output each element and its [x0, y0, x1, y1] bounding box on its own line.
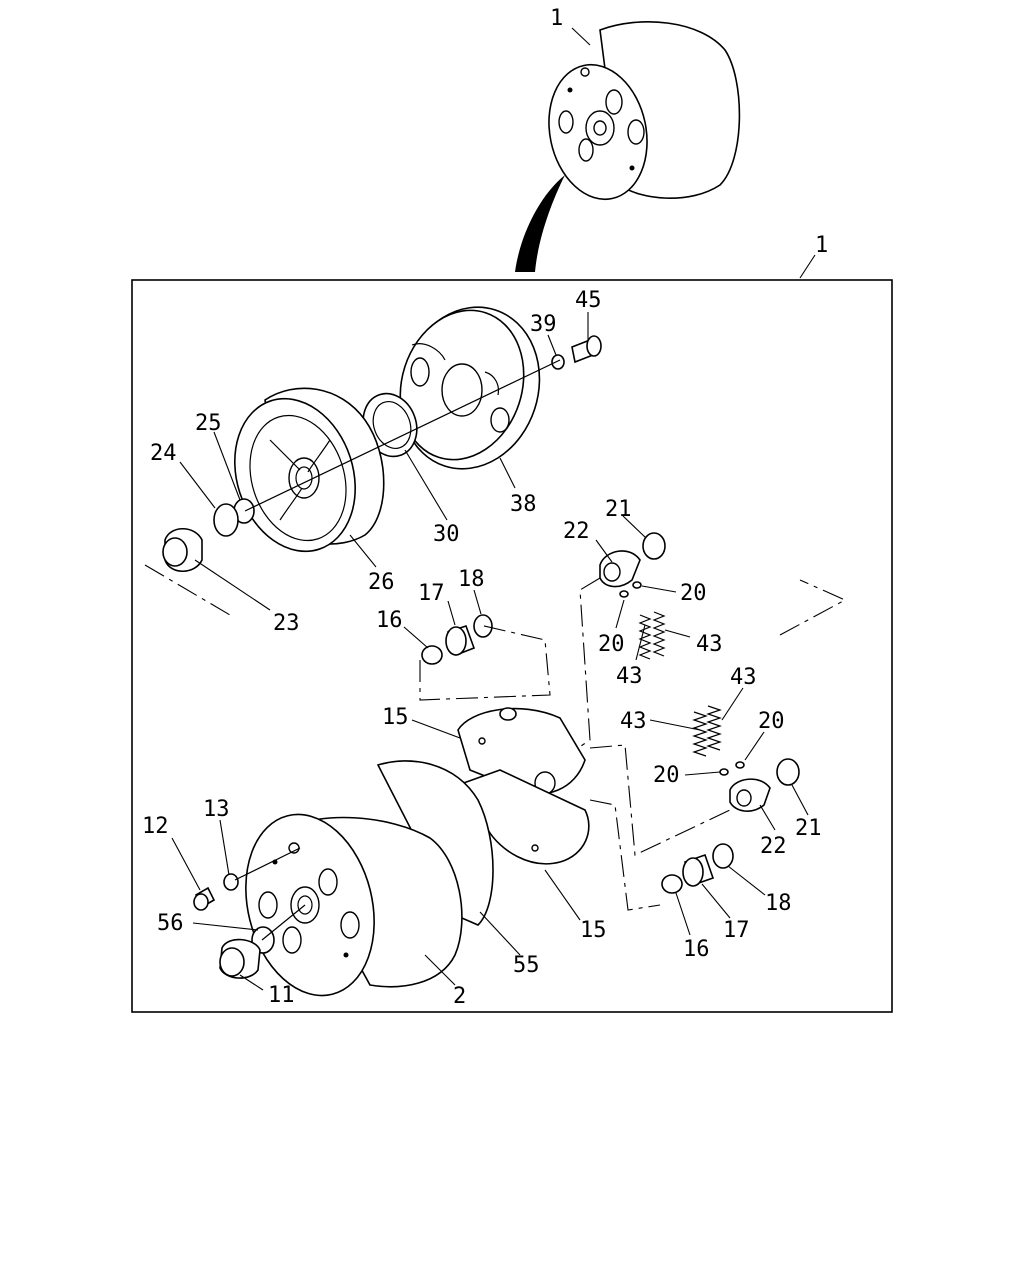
ring-part-18-upper	[473, 614, 493, 638]
housing-part-26	[234, 387, 385, 553]
callout-43-lower-right: 43	[730, 665, 757, 690]
washer-part-13	[223, 873, 239, 891]
plug-part-11	[219, 938, 261, 979]
ring-part-18-lower	[712, 843, 734, 869]
plug-part-23	[162, 527, 203, 573]
callout-20-lower-right: 20	[758, 709, 785, 734]
callout-43-lower-left: 43	[620, 709, 647, 734]
callout-18-lower: 18	[765, 891, 792, 916]
assembled-unit-part-1	[548, 21, 741, 201]
sleeve-part-17-upper	[445, 624, 476, 657]
callout-21-lower: 21	[795, 816, 822, 841]
sleeve-part-17-lower	[682, 853, 715, 887]
callout-26: 26	[368, 570, 395, 595]
leader-lines	[171, 27, 809, 991]
callout-18-upper: 18	[458, 567, 485, 592]
spring-part-43-lower-b	[706, 705, 722, 751]
callout-17-lower: 17	[723, 918, 750, 943]
pump-body-part-2	[245, 760, 494, 997]
ring-part-21-upper	[642, 532, 666, 560]
pin-part-16-upper	[421, 645, 443, 665]
callout-43-upper-left: 43	[616, 664, 643, 689]
callout-56: 56	[157, 911, 184, 936]
callout-38: 38	[510, 492, 537, 517]
assembly-frame	[131, 279, 893, 1013]
callout-20-lower-left: 20	[653, 763, 680, 788]
callout-22-lower: 22	[760, 834, 787, 859]
cover-plate-part-38	[399, 306, 541, 470]
callout-55: 55	[513, 953, 540, 978]
cam-block-part-15-lower	[456, 769, 590, 865]
callout-22-upper: 22	[563, 519, 590, 544]
washer-part-39	[551, 354, 565, 370]
callout-12: 12	[142, 814, 169, 839]
callout-17-upper: 17	[418, 581, 445, 606]
callout-1-top: 1	[550, 6, 563, 31]
spring-part-43-lower-a	[692, 711, 708, 757]
callout-24: 24	[150, 441, 177, 466]
callout-39: 39	[530, 312, 557, 337]
pin-part-20-lower-b	[719, 768, 729, 776]
callout-16-lower: 16	[683, 937, 710, 962]
callout-23: 23	[273, 611, 300, 636]
callout-21-upper: 21	[605, 497, 632, 522]
ring-part-21-lower	[776, 758, 800, 786]
seat-part-22-upper	[599, 550, 641, 588]
callout-20-upper-right: 20	[680, 581, 707, 606]
callout-25: 25	[195, 411, 222, 436]
callout-1-box: 1	[815, 233, 828, 258]
callout-45: 45	[575, 288, 602, 313]
spring-part-43-upper-a	[638, 614, 652, 660]
callout-30: 30	[433, 522, 460, 547]
seat-part-22-lower	[729, 778, 771, 812]
spring-part-43-upper-b	[652, 611, 666, 657]
callout-13: 13	[203, 797, 230, 822]
callout-15-upper: 15	[382, 705, 409, 730]
pin-part-16-lower	[661, 874, 683, 894]
oring-part-24	[213, 503, 239, 537]
connection-arrow	[515, 175, 565, 272]
pin-part-20-upper-a	[632, 581, 642, 589]
callout-43-upper-right: 43	[696, 632, 723, 657]
bolt-part-45	[571, 335, 602, 364]
pin-part-20-lower-a	[735, 761, 745, 769]
callout-16-upper: 16	[376, 608, 403, 633]
callout-15-lower: 15	[580, 918, 607, 943]
pin-part-20-upper-b	[619, 590, 629, 598]
bolt-part-12	[193, 886, 216, 911]
callout-2: 2	[453, 984, 466, 1009]
callout-11: 11	[268, 983, 295, 1008]
callout-20-upper-left: 20	[598, 632, 625, 657]
